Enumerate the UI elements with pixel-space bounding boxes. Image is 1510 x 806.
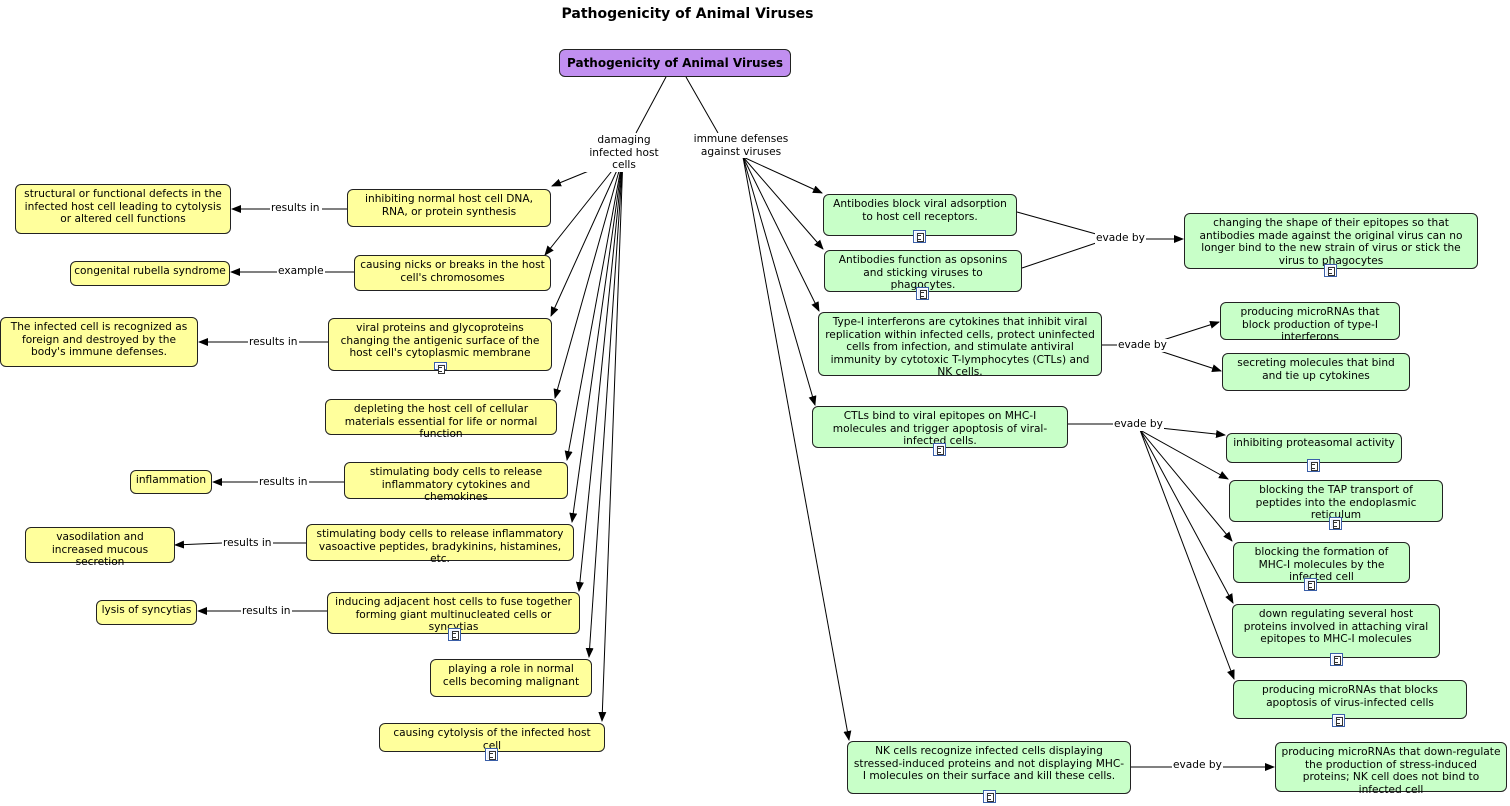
document-icon[interactable] [983, 790, 996, 803]
node-mhc-formation[interactable]: blocking the formation of MHC-I molecule… [1233, 542, 1410, 591]
node-secreting-molecules-label: secreting molecules that bind and tie up… [1237, 357, 1395, 382]
node-secreting-molecules[interactable]: secreting molecules that bind and tie up… [1222, 353, 1410, 391]
map-title: Pathogenicity of Animal Viruses [561, 6, 814, 22]
node-chromosome-breaks-label: causing nicks or breaks in the host cell… [360, 259, 545, 284]
document-icon[interactable] [485, 748, 498, 761]
link-label-results-in: results in [258, 476, 309, 489]
node-cytokines[interactable]: stimulating body cells to release inflam… [344, 462, 568, 503]
node-proteasomal-label: inhibiting proteasomal activity [1233, 437, 1395, 449]
node-lysis-syncytias[interactable]: lysis of syncytias [96, 600, 197, 625]
node-rubella[interactable]: congenital rubella syndrome [70, 261, 230, 286]
node-vasodilation-label: vasodilation and increased mucous secret… [51, 531, 149, 568]
document-icon[interactable] [1324, 264, 1337, 277]
root-concept-label: Pathogenicity of Animal Viruses [567, 56, 783, 70]
node-mirna-stress[interactable]: producing microRNAs that down-regulate t… [1275, 742, 1507, 796]
link-label-evade-by: evade by [1113, 418, 1164, 431]
node-inflammation[interactable]: inflammation [130, 470, 212, 494]
link-label-results-in: results in [241, 605, 292, 618]
document-icon[interactable] [1304, 578, 1317, 591]
node-structural-defects-label: structural or functional defects in the … [24, 188, 222, 225]
link-label-results-in: results in [248, 336, 299, 349]
node-antigenic-surface[interactable]: viral proteins and glycoproteins changin… [328, 318, 552, 373]
document-icon[interactable] [933, 443, 946, 456]
node-cytokines-label: stimulating body cells to release inflam… [369, 466, 543, 503]
link-label-evade-by: evade by [1095, 232, 1146, 245]
document-icon[interactable] [913, 230, 926, 243]
node-changing-epitopes-label: changing the shape of their epitopes so … [1199, 217, 1463, 267]
node-tap-transport[interactable]: blocking the TAP transport of peptides i… [1229, 480, 1443, 530]
node-rubella-label: congenital rubella syndrome [74, 265, 226, 277]
node-structural-defects[interactable]: structural or functional defects in the … [15, 184, 231, 234]
node-mirna-stress-label: producing microRNAs that down-regulate t… [1281, 746, 1501, 796]
node-recognized-foreign[interactable]: The infected cell is recognized as forei… [0, 317, 198, 367]
node-antibodies-opsonins[interactable]: Antibodies function as opsonins and stic… [824, 250, 1022, 300]
link-label-example: example [277, 265, 325, 278]
node-depleting[interactable]: depleting the host cell of cellular mate… [325, 399, 557, 440]
node-mhc-formation-label: blocking the formation of MHC-I molecule… [1254, 546, 1389, 583]
node-depleting-label: depleting the host cell of cellular mate… [344, 403, 538, 440]
node-nk-cells[interactable]: NK cells recognize infected cells displa… [847, 741, 1131, 803]
node-cytolysis[interactable]: causing cytolysis of the infected host c… [379, 723, 605, 761]
document-icon[interactable] [1307, 459, 1320, 472]
node-syncytia-label: inducing adjacent host cells to fuse tog… [335, 596, 572, 633]
node-lysis-syncytias-label: lysis of syncytias [101, 604, 192, 616]
link-label-results-in: results in [222, 537, 273, 550]
link-label-results-in: results in [270, 202, 321, 215]
node-inflammation-label: inflammation [135, 474, 207, 486]
node-vasodilation[interactable]: vasodilation and increased mucous secret… [25, 527, 175, 568]
node-ctl-label: CTLs bind to viral epitopes on MHC-I mol… [832, 410, 1048, 447]
node-antibodies-block[interactable]: Antibodies block viral adsorption to hos… [823, 194, 1017, 243]
node-down-regulating[interactable]: down regulating several host proteins in… [1232, 604, 1440, 666]
node-antibodies-block-label: Antibodies block viral adsorption to hos… [833, 198, 1007, 223]
node-antigenic-surface-label: viral proteins and glycoproteins changin… [340, 322, 540, 359]
node-vasoactive-label: stimulating body cells to release inflam… [316, 528, 564, 565]
document-icon[interactable] [448, 628, 461, 641]
node-interferons-label: Type-I interferons are cytokines that in… [825, 316, 1095, 378]
node-inhibiting-synthesis-label: inhibiting normal host cell DNA, RNA, or… [365, 193, 533, 218]
node-nk-cells-label: NK cells recognize infected cells displa… [853, 745, 1125, 782]
node-chromosome-breaks[interactable]: causing nicks or breaks in the host cell… [354, 255, 551, 291]
node-syncytia[interactable]: inducing adjacent host cells to fuse tog… [327, 592, 580, 641]
node-mirna-interferons[interactable]: producing microRNAs that block productio… [1220, 302, 1400, 343]
document-icon[interactable] [1329, 517, 1342, 530]
link-label-evade-by: evade by [1172, 759, 1223, 772]
branch-immune: immune defenses against viruses [692, 133, 790, 158]
node-recognized-foreign-label: The infected cell is recognized as forei… [10, 321, 188, 358]
node-interferons[interactable]: Type-I interferons are cytokines that in… [818, 312, 1102, 378]
node-down-regulating-label: down regulating several host proteins in… [1243, 608, 1429, 645]
node-proteasomal[interactable]: inhibiting proteasomal activity [1226, 433, 1402, 472]
node-vasoactive[interactable]: stimulating body cells to release inflam… [306, 524, 574, 565]
node-malignant[interactable]: playing a role in normal cells becoming … [430, 659, 592, 697]
node-ctl[interactable]: CTLs bind to viral epitopes on MHC-I mol… [812, 406, 1068, 456]
node-mirna-interferons-label: producing microRNAs that block productio… [1240, 306, 1380, 343]
node-mirna-apoptosis-label: producing microRNAs that blocks apoptosi… [1262, 684, 1438, 709]
node-tap-transport-label: blocking the TAP transport of peptides i… [1255, 484, 1417, 521]
link-label-evade-by: evade by [1117, 339, 1168, 352]
root-concept[interactable]: Pathogenicity of Animal Viruses [559, 49, 791, 77]
document-icon[interactable] [1332, 714, 1345, 727]
node-inhibiting-synthesis[interactable]: inhibiting normal host cell DNA, RNA, or… [347, 189, 551, 227]
node-mirna-apoptosis[interactable]: producing microRNAs that blocks apoptosi… [1233, 680, 1467, 727]
document-icon[interactable] [916, 287, 929, 300]
node-malignant-label: playing a role in normal cells becoming … [442, 663, 580, 688]
node-changing-epitopes[interactable]: changing the shape of their epitopes so … [1184, 213, 1478, 277]
document-icon[interactable] [433, 361, 447, 373]
node-antibodies-opsonins-label: Antibodies function as opsonins and stic… [838, 254, 1008, 291]
document-icon[interactable] [1330, 653, 1343, 666]
branch-damaging: damaging infected host cells [576, 134, 672, 172]
